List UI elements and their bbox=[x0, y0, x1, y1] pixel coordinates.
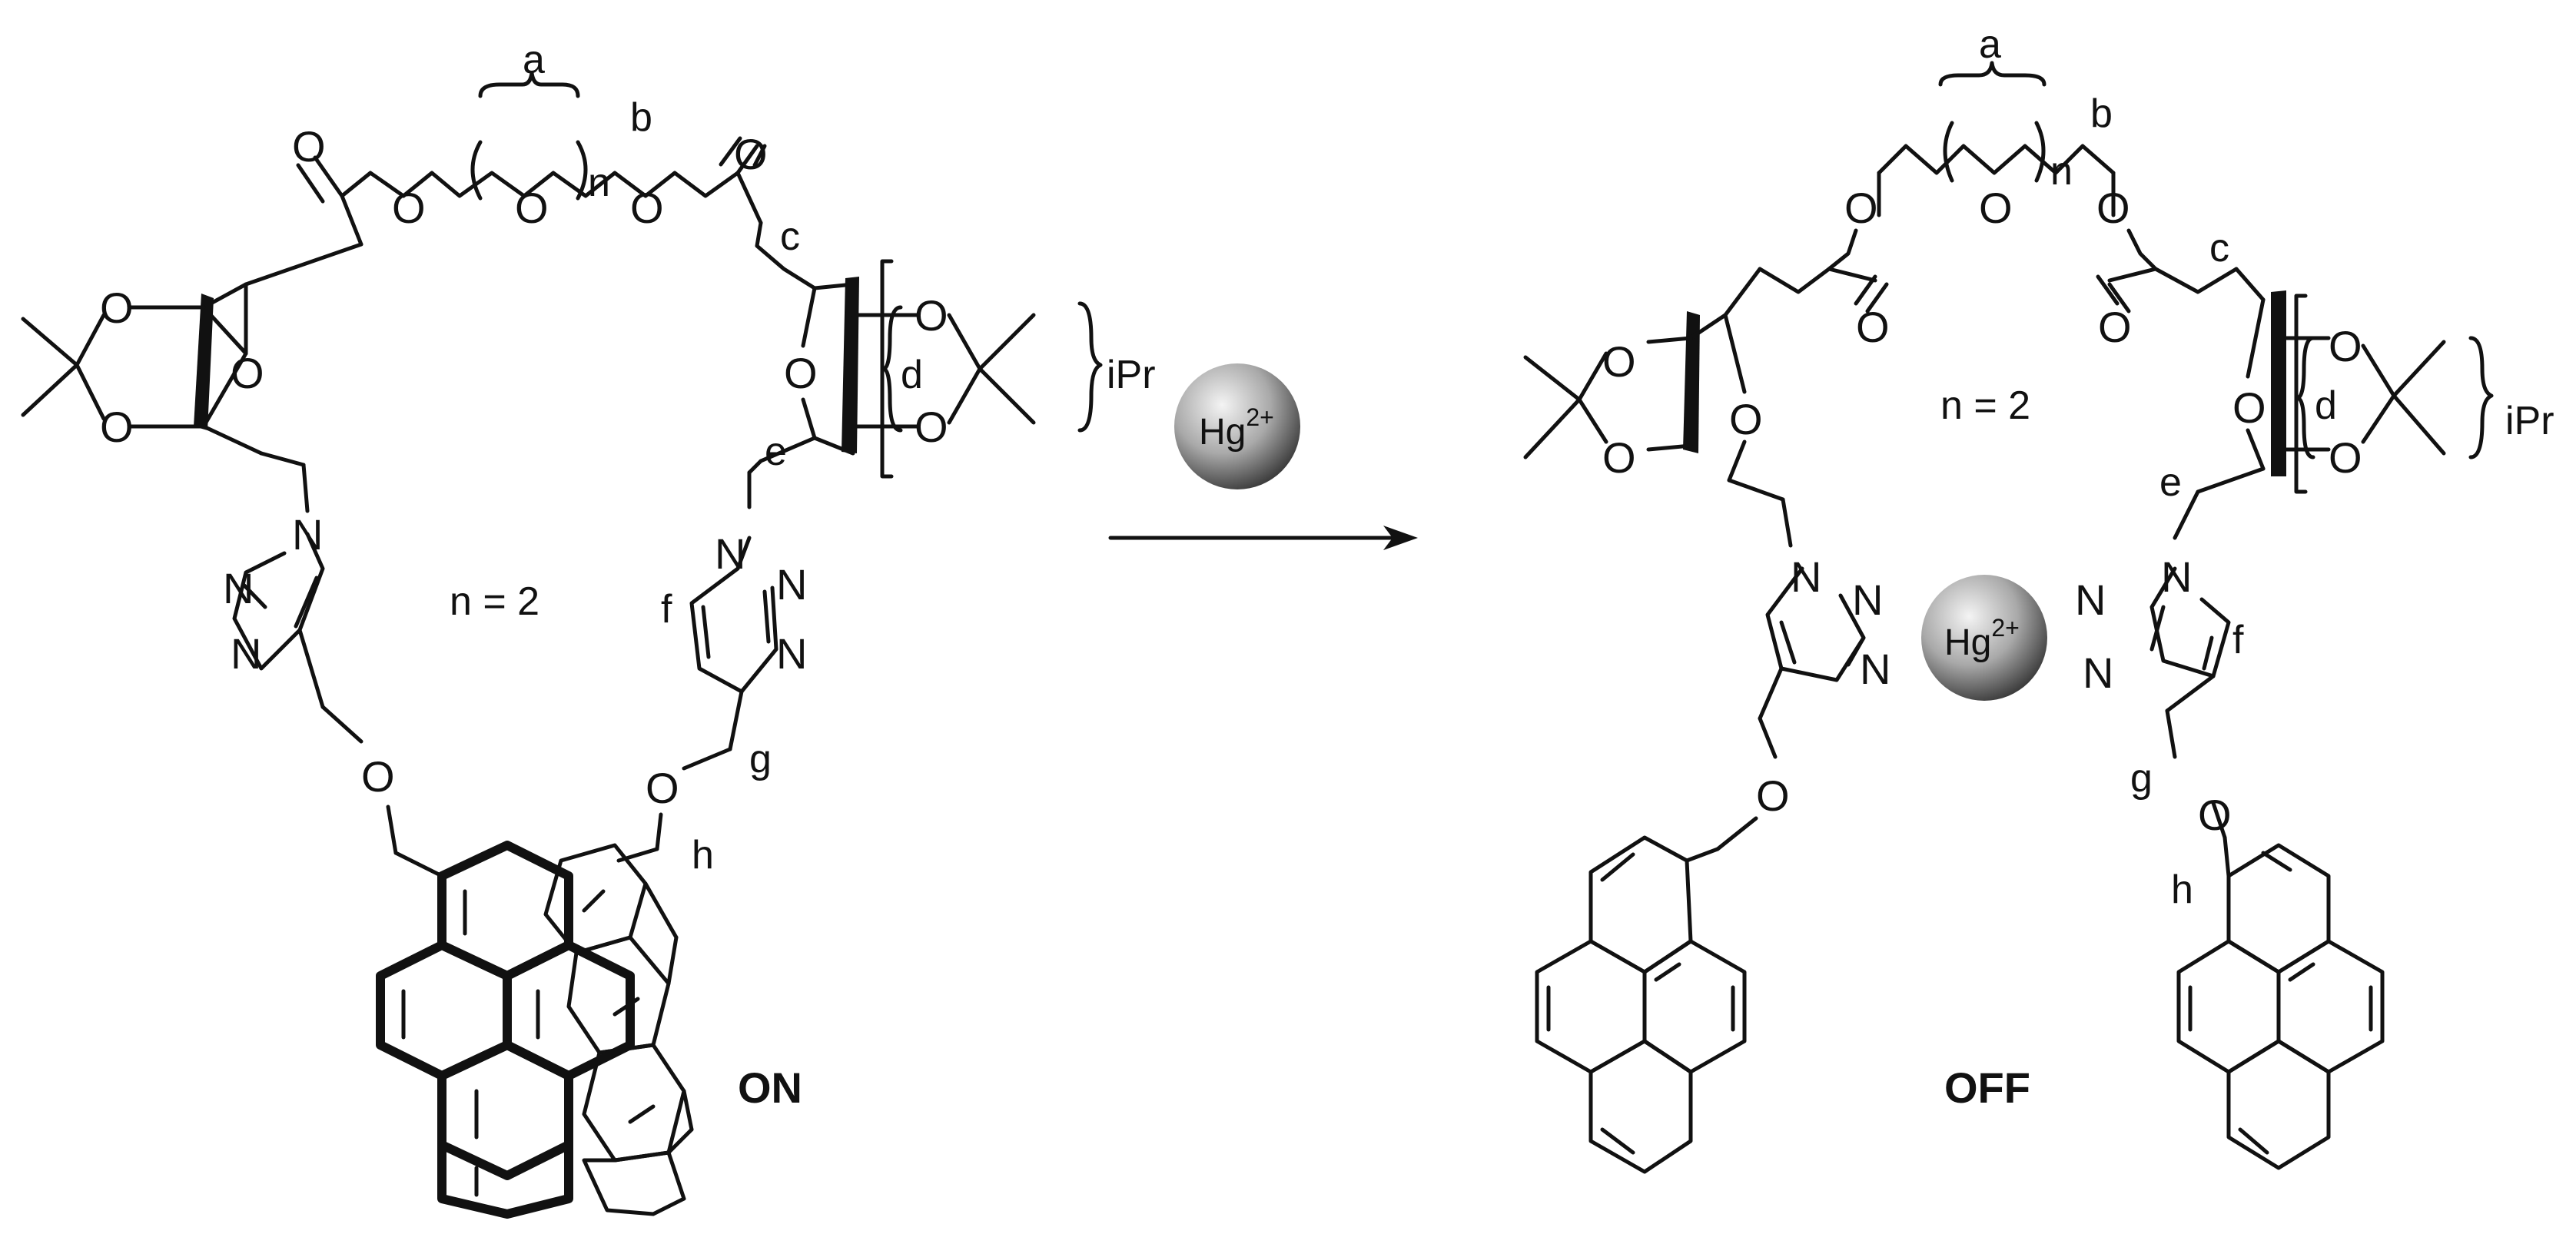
triazole-nitrogen: N bbox=[776, 629, 807, 678]
hg-reagent-label: Hg2+ bbox=[1199, 403, 1274, 453]
right-sugar-right bbox=[2173, 267, 2494, 540]
carbonyl-oxygen: O bbox=[292, 122, 326, 171]
label-b: b bbox=[2090, 91, 2113, 136]
label-c: c bbox=[780, 214, 800, 259]
label-d: d bbox=[901, 353, 923, 397]
acetonide-oxygen: O bbox=[100, 284, 134, 332]
right-pyrene-right bbox=[2176, 843, 2385, 1170]
right-sugar-left bbox=[1523, 267, 1793, 548]
right-position-labels: a b n c d iPr e f g h n = 2 OFF bbox=[1940, 22, 2554, 1112]
acetonide-oxygen: O bbox=[915, 403, 948, 451]
left-atom-labels: O O O O O O O O O O O N N N N N N O O bbox=[100, 122, 948, 812]
carbonyl-oxygen: O bbox=[1856, 303, 1890, 351]
label-n: n bbox=[2050, 149, 2073, 194]
ester-oxygen: O bbox=[630, 184, 664, 232]
triazole-nitrogen: N bbox=[1860, 645, 1891, 693]
label-ipr: iPr bbox=[1107, 353, 1156, 397]
carbonyl-oxygen: O bbox=[2098, 303, 2132, 351]
left-peg-linker bbox=[296, 71, 767, 247]
label-c: c bbox=[2209, 226, 2229, 270]
left-sugar-right bbox=[747, 221, 1103, 509]
label-n: n bbox=[588, 161, 610, 205]
reaction-arrow-group: Hg2+ bbox=[1108, 363, 1418, 550]
ester-oxygen: O bbox=[392, 184, 426, 232]
ether-oxygen: O bbox=[646, 764, 679, 812]
label-ipr: iPr bbox=[2505, 399, 2554, 443]
label-g: g bbox=[749, 737, 772, 781]
triazole-nitrogen: N bbox=[2161, 552, 2192, 601]
right-peg-linker bbox=[1758, 61, 2239, 314]
triazole-nitrogen: N bbox=[2075, 576, 2106, 624]
n-equals-label: n = 2 bbox=[450, 579, 539, 624]
acetonide-oxygen: O bbox=[1602, 337, 1636, 386]
label-e: e bbox=[765, 430, 787, 474]
ring-oxygen: O bbox=[2232, 383, 2266, 432]
carbonyl-oxygen: O bbox=[734, 130, 768, 178]
ring-oxygen: O bbox=[1729, 395, 1763, 443]
triazole-nitrogen: N bbox=[223, 564, 254, 612]
label-d: d bbox=[2315, 383, 2337, 428]
triazole-nitrogen: N bbox=[1852, 576, 1883, 624]
left-pyrene-stack bbox=[376, 841, 694, 1219]
n-equals-label: n = 2 bbox=[1940, 383, 2030, 428]
state-on-label: ON bbox=[738, 1063, 802, 1112]
triazole-nitrogen: N bbox=[1791, 552, 1821, 601]
label-g: g bbox=[2130, 756, 2153, 801]
bound-hg-label: Hg2+ bbox=[1944, 614, 2020, 663]
ester-oxygen: O bbox=[2096, 184, 2130, 232]
ether-oxygen: O bbox=[1756, 771, 1790, 820]
acetonide-oxygen: O bbox=[2329, 322, 2362, 370]
front-pyrene bbox=[376, 841, 635, 1219]
right-pyrene-left bbox=[1535, 835, 1747, 1174]
label-f: f bbox=[661, 587, 672, 632]
ether-oxygen: O bbox=[2198, 791, 2232, 839]
acetonide-oxygen: O bbox=[2329, 433, 2362, 482]
right-triazole-left bbox=[1685, 566, 1866, 863]
triazole-nitrogen: N bbox=[292, 510, 323, 559]
left-position-labels: a b n c d iPr e f g h n = 2 ON bbox=[450, 38, 1156, 1112]
left-triazole-right bbox=[616, 536, 778, 863]
right-atom-labels: O O O O O O O O O O O N N N N N N O O bbox=[1602, 184, 2362, 839]
ester-oxygen: O bbox=[1844, 184, 1878, 232]
triazole-nitrogen: N bbox=[776, 560, 807, 609]
label-e: e bbox=[2159, 460, 2182, 505]
triazole-nitrogen: N bbox=[231, 629, 261, 678]
acetonide-oxygen: O bbox=[100, 403, 134, 451]
right-triazole-right bbox=[2149, 566, 2231, 878]
label-b: b bbox=[630, 95, 652, 140]
label-a: a bbox=[1979, 22, 2001, 67]
label-f: f bbox=[2232, 618, 2244, 662]
state-off-label: OFF bbox=[1944, 1063, 2030, 1112]
ring-oxygen: O bbox=[231, 349, 264, 397]
triazole-nitrogen: N bbox=[715, 529, 745, 578]
triazole-nitrogen: N bbox=[2083, 649, 2113, 697]
bound-hg-sphere bbox=[1921, 575, 2047, 701]
right-molecule-off: Hg2+ O O O O O O O O O O O N N N N N N O… bbox=[1523, 22, 2554, 1174]
left-triazole-left bbox=[232, 532, 444, 878]
acetonide-oxygen: O bbox=[1602, 433, 1636, 482]
arrow-head bbox=[1383, 526, 1418, 550]
hg-reagent-sphere bbox=[1174, 363, 1300, 489]
left-sugar-left bbox=[21, 242, 363, 513]
ether-oxygen: O bbox=[515, 184, 549, 232]
ether-oxygen: O bbox=[361, 752, 395, 801]
ring-oxygen: O bbox=[784, 349, 818, 397]
acetonide-oxygen: O bbox=[915, 291, 948, 340]
ether-oxygen: O bbox=[1979, 184, 2013, 232]
label-a: a bbox=[523, 38, 545, 82]
label-h: h bbox=[692, 833, 714, 877]
label-h: h bbox=[2171, 868, 2193, 912]
left-molecule-on: O O O O O O O O O O O N N N N N N O O a … bbox=[21, 38, 1156, 1219]
